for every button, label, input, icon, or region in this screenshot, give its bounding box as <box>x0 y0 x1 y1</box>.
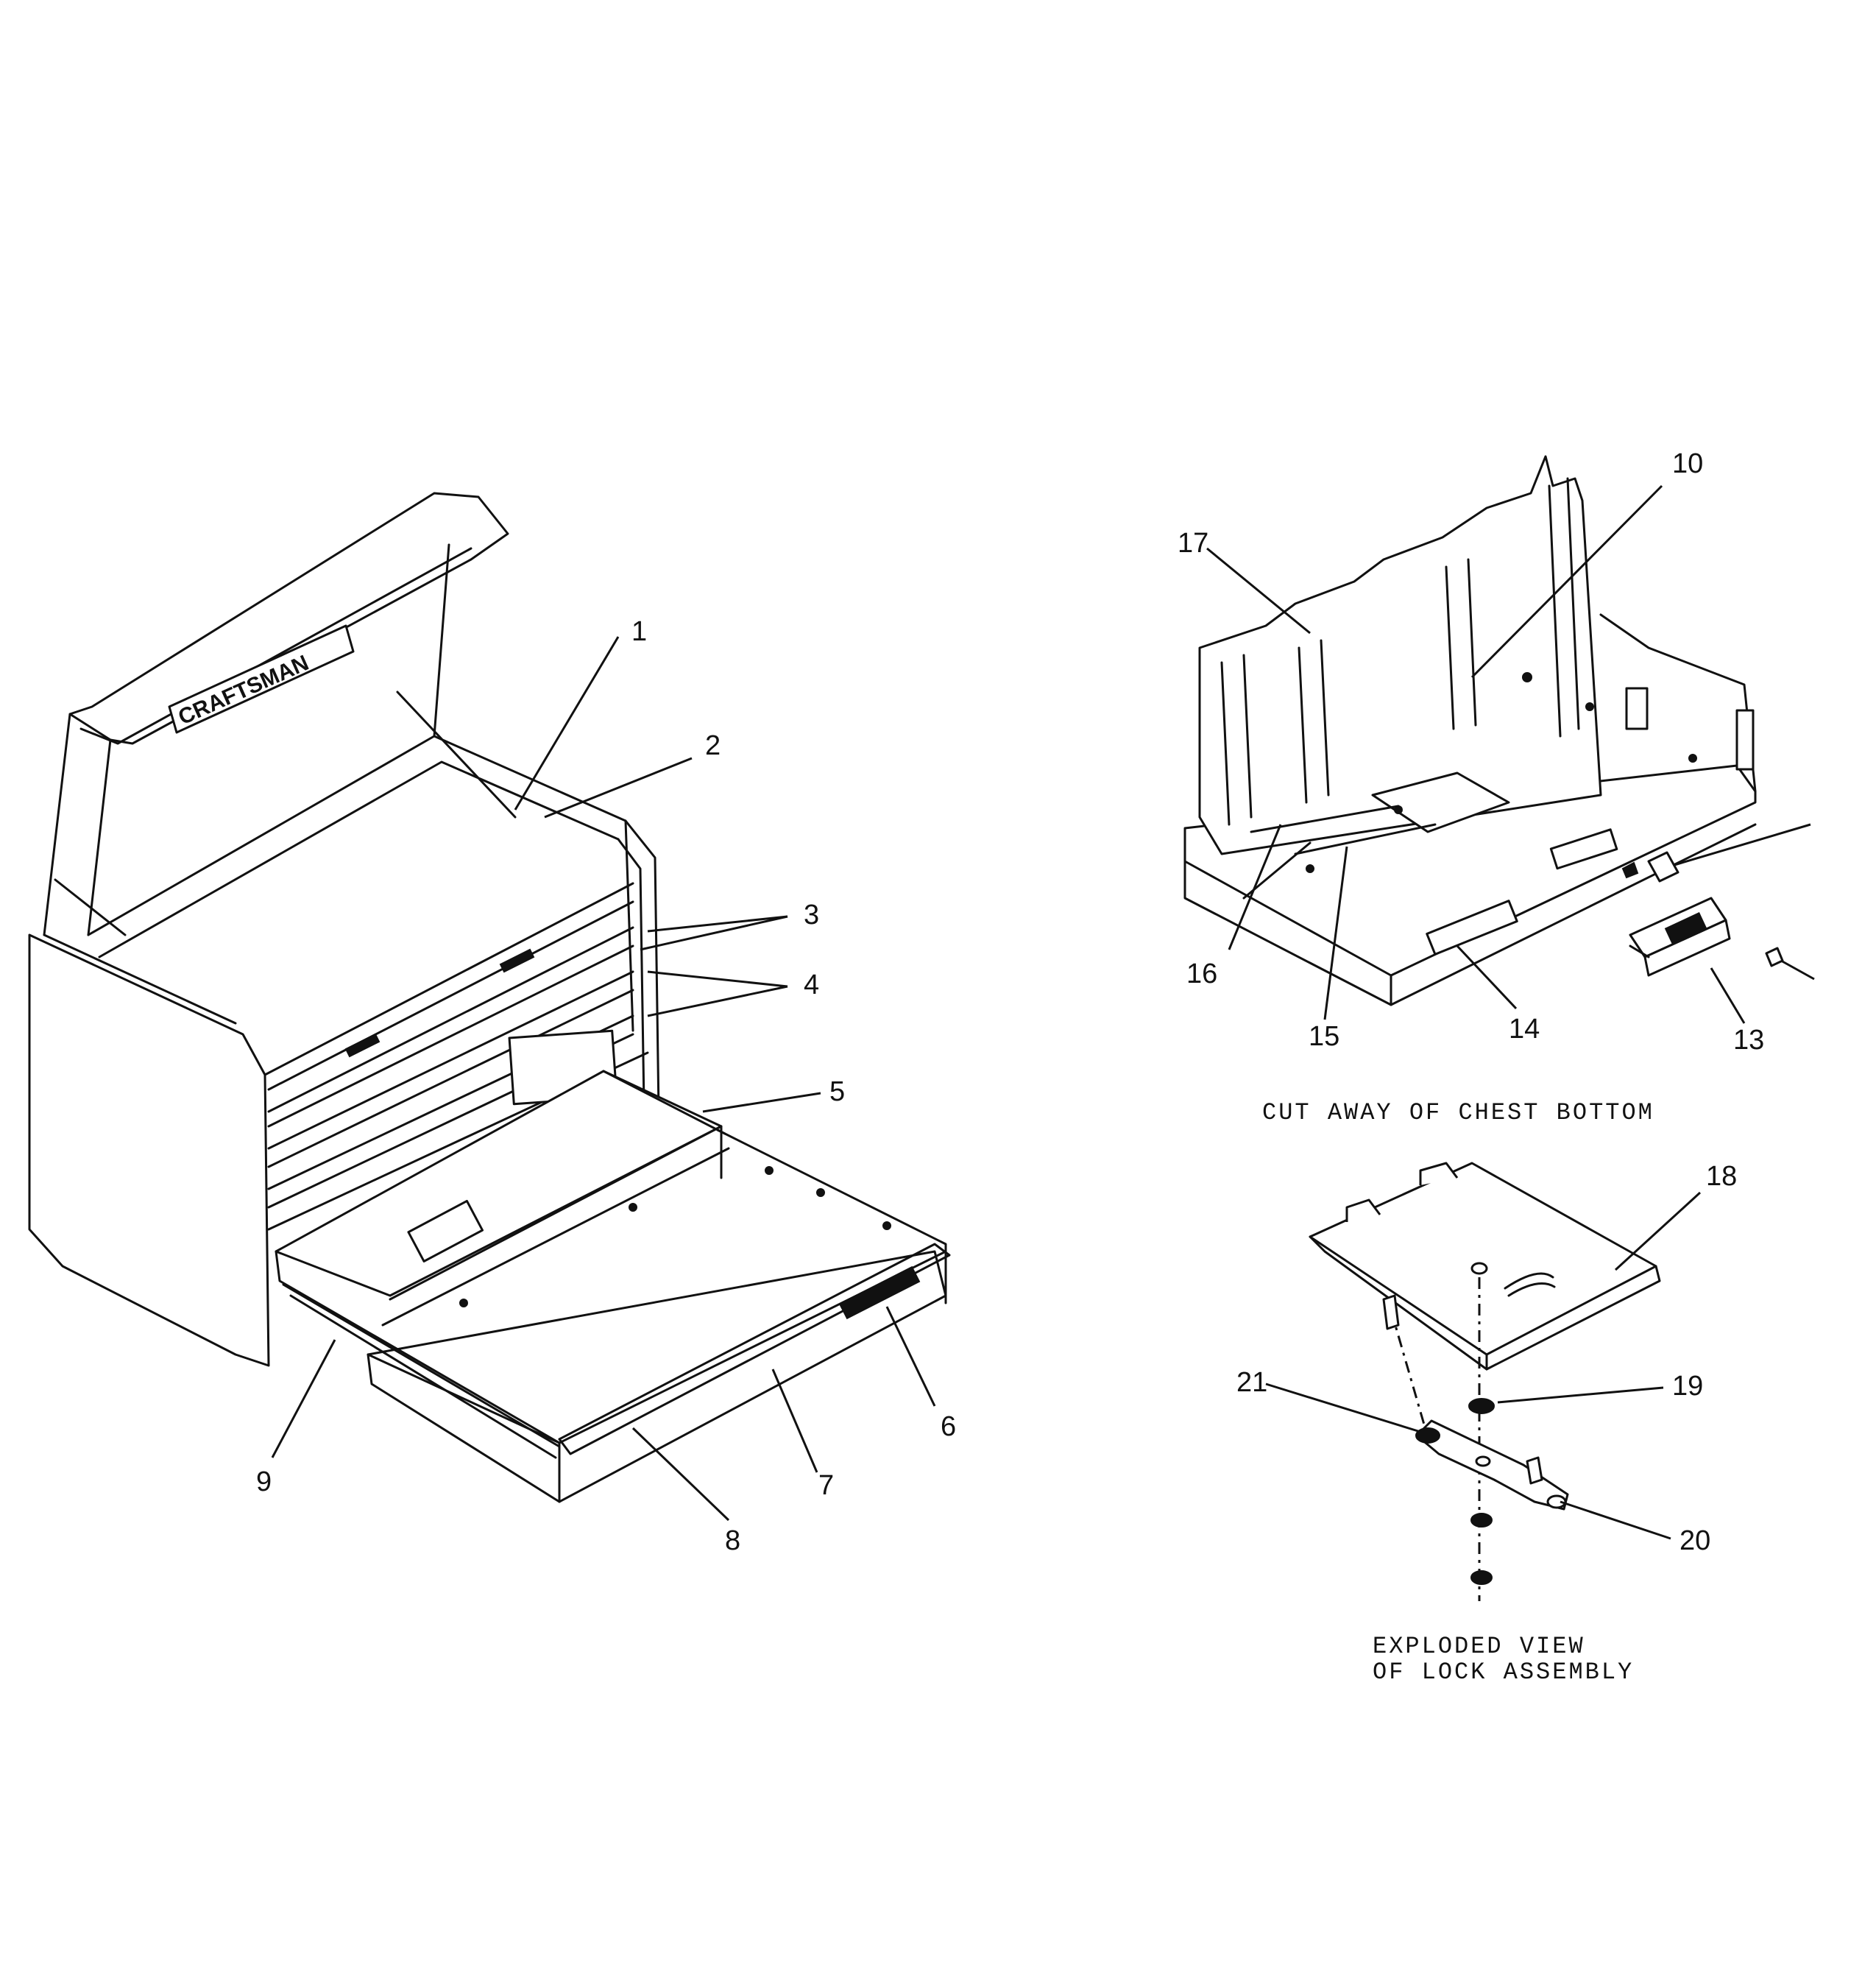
callout-16: 16 <box>1186 958 1217 989</box>
callout-3: 3 <box>804 900 819 930</box>
callout-17: 17 <box>1178 528 1208 559</box>
left-callouts: 1 2 3 4 5 6 7 8 9 <box>256 616 956 1556</box>
lock-leader-lines <box>1265 1191 1702 1540</box>
callout-7: 7 <box>818 1470 834 1501</box>
callout-5: 5 <box>829 1076 845 1107</box>
callout-9: 9 <box>256 1466 272 1497</box>
cutaway-caption: CUT AWAY OF CHEST BOTTOM <box>1262 1099 1654 1126</box>
tool-chest-illustration: CRAFTSMAN <box>28 492 951 1503</box>
lock-cylinder <box>1629 897 1731 977</box>
callout-15: 15 <box>1309 1021 1339 1052</box>
callout-20: 20 <box>1679 1525 1710 1556</box>
lock-assembly-exploded <box>1309 1162 1661 1601</box>
callout-1: 1 <box>631 616 647 647</box>
callout-6: 6 <box>941 1411 956 1442</box>
open-drawer <box>275 1070 951 1503</box>
chest-bottom-cutaway <box>1183 455 1784 1006</box>
callout-19: 19 <box>1672 1371 1703 1402</box>
callout-8: 8 <box>725 1525 740 1556</box>
lock-callouts: 18 19 21 20 <box>1236 1161 1737 1556</box>
cutaway-leader-lines <box>1206 484 1815 1024</box>
left-leader-lines <box>271 636 936 1522</box>
callout-10: 10 <box>1672 448 1703 479</box>
callout-21: 21 <box>1236 1367 1267 1398</box>
callout-14: 14 <box>1509 1014 1540 1045</box>
callout-13: 13 <box>1733 1025 1764 1056</box>
cutaway-callouts: 10 17 16 15 14 13 <box>1178 448 1764 1056</box>
callout-4: 4 <box>804 970 819 1000</box>
exploded-caption-line1: EXPLODED VIEW <box>1373 1633 1585 1660</box>
callout-2: 2 <box>705 730 721 761</box>
exploded-caption-line2: OF LOCK ASSEMBLY <box>1373 1659 1634 1686</box>
callout-18: 18 <box>1706 1161 1737 1192</box>
